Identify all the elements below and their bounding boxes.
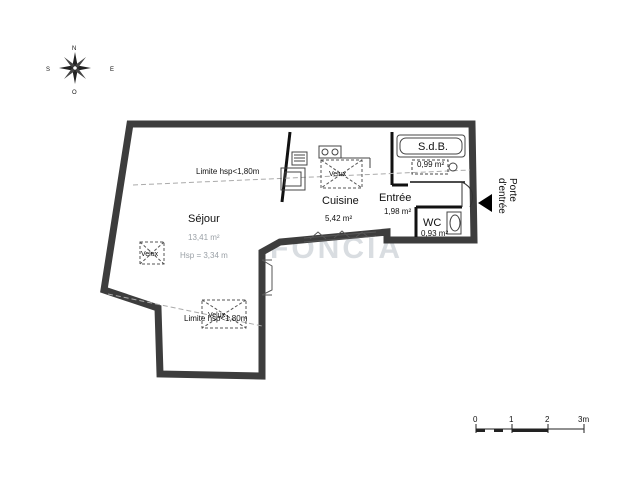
- velux-kitchen: [320, 159, 363, 189]
- sejour-window: [261, 259, 273, 296]
- entrance-label: Porte d'entrée: [496, 178, 518, 214]
- room-wc-name: WC: [423, 217, 441, 229]
- compass-n: N: [72, 46, 76, 52]
- room-sejour-height: Hsp = 3,34 m: [180, 251, 228, 260]
- room-cuisine-area: 5,42 m²: [325, 214, 352, 223]
- toilet: [446, 211, 462, 235]
- scale-tick-0: 0: [473, 415, 478, 424]
- velux-label-kitchen: Velux: [329, 171, 347, 178]
- room-entree-area: 1,98 m²: [384, 207, 411, 216]
- room-sejour-area: 13,41 m²: [188, 233, 220, 242]
- entrance-label-line2: d'entrée: [496, 178, 507, 214]
- room-cuisine-name: Cuisine: [322, 195, 359, 207]
- scale-tick-2: 2: [545, 415, 550, 424]
- room-sejour-name: Séjour: [188, 213, 220, 225]
- limite-label-bottom: Limite hsp<1,80m: [184, 314, 248, 323]
- room-sdb-name: S.d.B.: [418, 141, 448, 153]
- entrance-arrow: [478, 194, 492, 212]
- velux-label-bottom: Velux: [208, 312, 226, 319]
- room-wc-area: 0,93 m²: [421, 229, 448, 238]
- velux-label-sejour: Velux: [141, 251, 159, 258]
- compass-e: E: [110, 67, 114, 73]
- room-entree-name: Entrée: [379, 192, 411, 204]
- velux-bottom: [201, 299, 247, 329]
- limite-label-top: Limite hsp<1,80m: [196, 167, 260, 176]
- entrance-door: [461, 181, 474, 208]
- scale-tick-1: 1: [509, 415, 514, 424]
- entrance-label-line1: Porte: [507, 178, 518, 202]
- velux-sejour: [139, 241, 165, 265]
- kitchen-window: [303, 230, 377, 243]
- scale-tick-3: 3m: [578, 415, 589, 424]
- kitchen-fixtures: [280, 145, 371, 191]
- bathtub: [396, 134, 466, 175]
- exterior-wall: [100, 120, 478, 380]
- compass-o: O: [72, 90, 77, 96]
- compass-rose: N S E O: [46, 46, 114, 96]
- scale-bar: 0 1 2 3m: [473, 415, 589, 433]
- compass-s: S: [46, 67, 50, 73]
- room-sdb-area: 0,99 m²: [417, 160, 444, 169]
